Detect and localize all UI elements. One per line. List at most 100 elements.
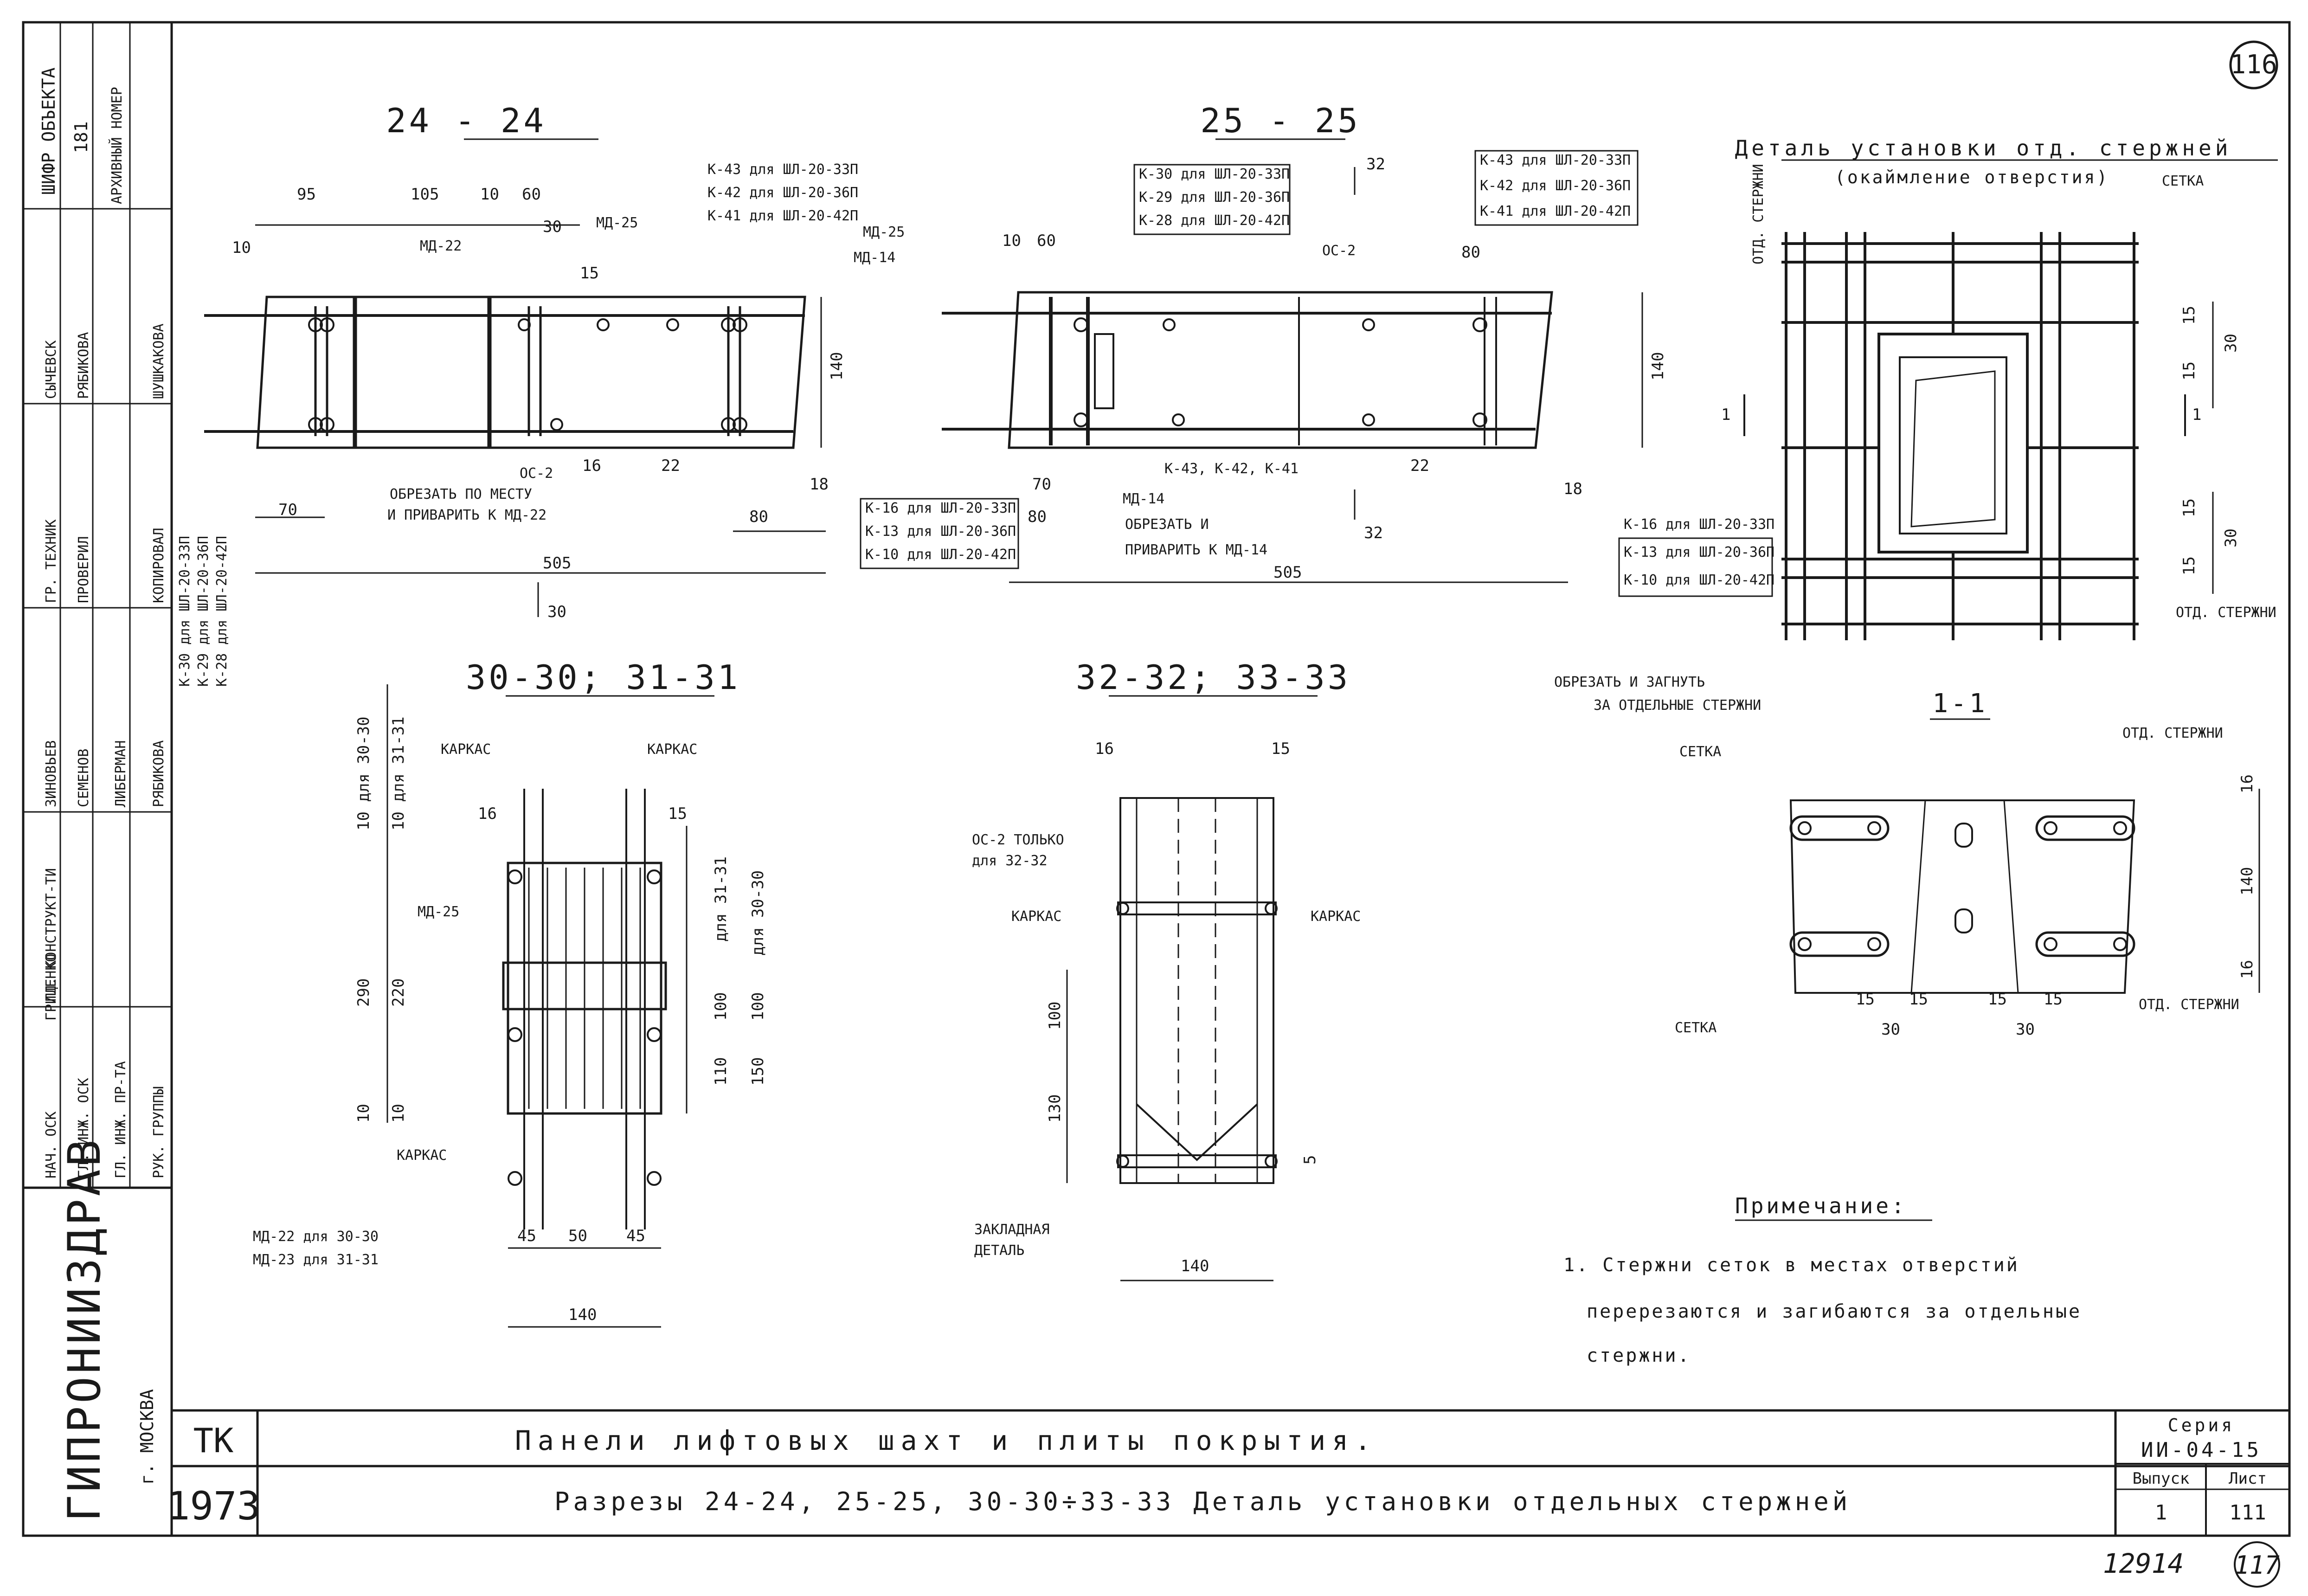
dim: 10 <box>480 185 499 204</box>
dim: 150 <box>749 1057 767 1086</box>
part-label: ЗАКЛАДНАЯ <box>974 1222 1050 1238</box>
section-label: СЕТКА <box>1679 744 1721 760</box>
part-label: ПРИВАРИТЬ К МД-14 <box>1125 542 1267 558</box>
cipher-value: 181 <box>71 121 91 153</box>
dim: 10 <box>389 1104 408 1123</box>
k-label: К-30 для ШЛ-20-33П <box>1139 166 1290 182</box>
part-label: КАРКАС <box>1011 908 1061 925</box>
part-label: МД-25 <box>596 215 638 231</box>
tb-title: Панели лифтовых шахт и плиты покрытия. <box>515 1425 1377 1456</box>
k-label: К-29 для ШЛ-20-36П <box>195 536 212 687</box>
person-name: ГРИЦЕНКО <box>43 954 59 1021</box>
detail-label: СЕТКА <box>2162 173 2204 189</box>
dim: 30 <box>2016 1020 2035 1039</box>
part-label: КАРКАС <box>1311 908 1361 925</box>
dim: 15 <box>1988 990 2007 1009</box>
role-label: ГЛ. ИНЖ. ОСК <box>76 1078 92 1178</box>
dim: 105 <box>411 185 439 204</box>
dim: 16 <box>478 804 497 823</box>
dim: 15 <box>2180 361 2199 380</box>
part-label: ОС-2 <box>520 465 553 482</box>
dim: 110 <box>712 1057 730 1086</box>
dim: 10 для 30-30 <box>354 716 373 830</box>
dim: 15 <box>580 264 599 283</box>
k-label: К-30 для ШЛ-20-33П <box>177 536 193 687</box>
dim: 10 для 31-31 <box>389 716 408 830</box>
dim: 220 <box>389 978 408 1007</box>
person-name: ЗИНОВЬЕВ <box>43 740 59 808</box>
org-city: г. МОСКВА <box>137 1389 157 1485</box>
part-label: МД-25 <box>418 904 459 920</box>
dim: 140 <box>1181 1257 1209 1275</box>
cipher-label: ШИФР ОБЪЕКТА <box>39 67 59 195</box>
k-label: К-10 для ШЛ-20-42П <box>1624 572 1774 588</box>
section-title: 30-30; 31-31 <box>466 658 740 697</box>
stamp-circle-number: 117 <box>2234 1551 2280 1580</box>
k-label: К-13 для ШЛ-20-36П <box>1624 544 1774 560</box>
section-1-1: 1-1 СЕТКА ОТД. СТЕРЖНИ СЕТКА ОТД. СТЕРЖН… <box>1675 689 2260 1039</box>
dim: 10 <box>354 1104 373 1123</box>
dim: 15 <box>2044 990 2063 1009</box>
tb-issue-value: 1 <box>2155 1501 2167 1525</box>
stamp-number: 12914 <box>2103 1548 2184 1579</box>
dim: 95 <box>297 185 316 204</box>
dim: 16 <box>1095 740 1114 758</box>
tb-sheet-value: 111 <box>2229 1501 2266 1525</box>
dim: 32 <box>1364 524 1383 542</box>
k-label: К-28 для ШЛ-20-42П <box>214 536 230 687</box>
section-title: 24 - 24 <box>386 101 546 140</box>
k-label: К-29 для ШЛ-20-36П <box>1139 189 1290 206</box>
person-name: РЯБИКОВА <box>76 332 92 399</box>
section-title: 1-1 <box>1932 689 1987 719</box>
detail-subtitle: (окаймление отверстия) <box>1835 167 2109 187</box>
page-number: 116 <box>2230 50 2277 80</box>
dim: 22 <box>1410 457 1429 475</box>
k-label: К-41 для ШЛ-20-42П <box>1480 203 1631 219</box>
dim: 290 <box>354 978 373 1007</box>
part-label: ДЕТАЛЬ <box>974 1242 1024 1259</box>
dim: 30 <box>2222 334 2240 353</box>
part-label: К-43, К-42, К-41 <box>1164 461 1299 477</box>
dim: 30 <box>543 218 562 236</box>
dim: 15 <box>2180 498 2199 517</box>
part-label: МД-22 для 30-30 <box>253 1229 379 1245</box>
tb-sheet-label: Лист <box>2229 1469 2267 1488</box>
part-label: ОБРЕЗАТЬ И <box>1125 516 1209 533</box>
role-label: ПРОВЕРИЛ <box>76 536 92 604</box>
dim: 15 <box>1909 990 1928 1009</box>
left-strip: ШИФР ОБЪЕКТА 181 АРХИВНЫЙ НОМЕР РУК. ГРУ… <box>23 22 172 1522</box>
detail-label: ОТД. СТЕРЖНИ <box>2176 605 2276 621</box>
tb-year: 1973 <box>167 1483 260 1529</box>
dim: 22 <box>661 457 680 475</box>
dim: для 30-30 <box>749 870 767 956</box>
role-label: НАЧ. ОСК <box>43 1112 59 1179</box>
part-label: МД-25 <box>863 224 905 240</box>
k-label: К-42 для ШЛ-20-36П <box>1480 178 1631 194</box>
dim: 15 <box>2180 556 2199 575</box>
org-name: ГИПРОНИИЗДРАВ <box>58 1137 110 1522</box>
dim: 80 <box>749 508 768 526</box>
dim: 16 <box>2238 774 2257 793</box>
dim: 140 <box>2238 867 2257 895</box>
dim: 70 <box>278 501 297 519</box>
section-label: ОТД. СТЕРЖНИ <box>2139 997 2239 1013</box>
person-name: РЯБИКОВА <box>151 740 167 808</box>
role-label: КОПИРОВАЛ <box>151 528 167 603</box>
k-label: К-13 для ШЛ-20-36П <box>865 523 1016 540</box>
person-name: ЛИБЕРМАН <box>113 740 129 808</box>
outer-frame <box>22 21 2291 1537</box>
dim: 505 <box>543 554 571 573</box>
person-name: СЕМЕНОВ <box>76 749 92 807</box>
dim: 15 <box>668 804 687 823</box>
role-label: РУК. ГРУППЫ <box>151 1086 167 1178</box>
dim: 10 <box>1002 232 1021 250</box>
detail-title: Деталь установки отд. стержней <box>1735 135 2232 161</box>
part-label: ОС-2 ТОЛЬКО <box>972 832 1064 848</box>
detail-label: 1 <box>1721 405 1730 424</box>
k-label: К-43 для ШЛ-20-33П <box>1480 152 1631 168</box>
dim: 10 <box>232 238 251 257</box>
tb-issue-label: Выпуск <box>2133 1469 2190 1488</box>
dim: 60 <box>522 185 541 204</box>
k-label: К-43 для ШЛ-20-33П <box>707 161 858 178</box>
